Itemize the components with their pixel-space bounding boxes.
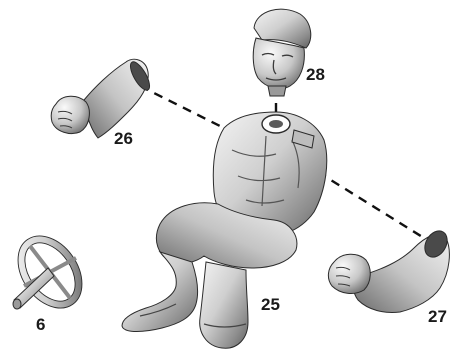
leader-left-arm [318,172,424,238]
left-arm-hand [328,254,370,293]
label-head: 28 [306,65,325,84]
label-right-arm: 26 [114,129,133,148]
right-arm-part [51,59,153,138]
right-arm-fist [51,96,89,133]
body-neck-hole [269,120,283,128]
label-left-arm: 27 [428,307,447,326]
head-face [253,38,304,89]
head-part [253,9,311,96]
wheel-column-end [13,299,21,309]
seated-body-part [122,112,327,348]
body-left-boot [122,252,198,332]
body-right-boot [200,262,248,348]
label-seated-body: 25 [261,295,280,314]
label-steering-wheel: 6 [36,315,45,334]
head-neck [268,86,286,96]
steering-wheel-part [5,224,95,320]
left-arm-part [328,227,450,313]
